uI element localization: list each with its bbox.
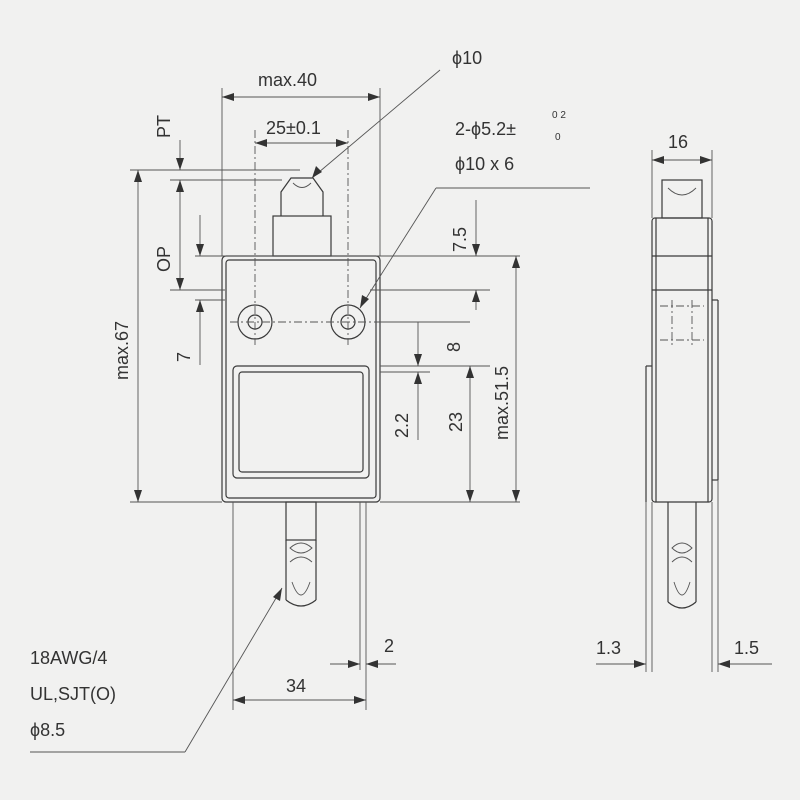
label-two: 2 [384, 636, 394, 656]
leader-holes-arrow [360, 295, 369, 308]
dimension-lines [134, 93, 520, 704]
extension-lines [130, 88, 520, 710]
label-cable-awg: 18AWG/4 [30, 648, 107, 668]
leaders [30, 69, 590, 753]
side-cable-break [671, 542, 693, 596]
side-cable-end [667, 601, 697, 609]
front-view [221, 130, 381, 607]
plunger-base [272, 215, 332, 257]
side-plunger [661, 179, 703, 219]
dim-eight-arrow [414, 354, 422, 366]
label-25-tolerance: 25±0.1 [266, 118, 321, 138]
label-eight: 8 [444, 342, 464, 352]
leader-phi10 [311, 69, 441, 179]
side-body [651, 217, 713, 503]
label-holes-tol-upper: 0 2 [552, 110, 566, 121]
dimension-labels: ϕ10 max.40 25±0.1 2-ϕ5.2± 0 2 0 ϕ10 x 6 … [30, 48, 759, 740]
cable-end [285, 599, 317, 607]
label-pt: PT [154, 115, 174, 138]
dim-seven-arrow-bottom [196, 300, 204, 312]
cable-break [289, 542, 313, 596]
cable [285, 540, 317, 600]
side-cable [667, 502, 697, 602]
dim-two-arrows [348, 660, 378, 668]
leader-phi10-arrow [312, 166, 322, 178]
label-phi10x6: ϕ10 x 6 [455, 154, 514, 174]
leader-cable [184, 587, 283, 753]
leader-cable-arrow [273, 588, 282, 601]
label-op: OP [154, 246, 174, 272]
leader-holes [359, 187, 437, 309]
dim-one-five-arrow [718, 660, 730, 668]
side-plunger-roller [667, 187, 697, 196]
label-cable-dia: ϕ8.5 [30, 720, 65, 740]
dim-seven-five-arrow-top [472, 244, 480, 256]
label-cable-ul: UL,SJT(O) [30, 684, 116, 704]
label-two-two: 2.2 [392, 413, 412, 438]
label-phi10: ϕ10 [452, 48, 482, 68]
dim-op-arrows [176, 180, 184, 290]
plunger-roller [292, 182, 312, 188]
dim-one-three-arrow [634, 660, 646, 668]
dim-seven-arrow-top [196, 244, 204, 256]
switch-window-inner [238, 371, 364, 473]
switch-body [221, 255, 381, 503]
label-one-five: 1.5 [734, 638, 759, 658]
label-seven: 7 [174, 352, 194, 362]
label-sixteen: 16 [668, 132, 688, 152]
label-thirty-four: 34 [286, 676, 306, 696]
label-seven-five: 7.5 [450, 227, 470, 252]
side-hole-section [660, 300, 704, 346]
label-max40: max.40 [258, 70, 317, 90]
dim-two-two-arrow [414, 372, 422, 384]
dim-seven-five-arrow-bottom [472, 290, 480, 302]
label-twenty-three: 23 [446, 412, 466, 432]
label-max67: max.67 [112, 321, 132, 380]
plunger-tip [280, 177, 324, 216]
label-holes-tol-lower: 0 [555, 132, 561, 143]
label-one-three: 1.3 [596, 638, 621, 658]
label-holes: 2-ϕ5.2± [455, 119, 516, 139]
dim-pt-arrow [176, 158, 184, 170]
switch-window [232, 365, 370, 479]
cable-stub [285, 501, 317, 541]
dim-sixteen-arrows [652, 156, 712, 164]
label-max51-5: max.51.5 [492, 366, 512, 440]
side-view [596, 150, 772, 672]
switch-body-inner [225, 259, 377, 499]
